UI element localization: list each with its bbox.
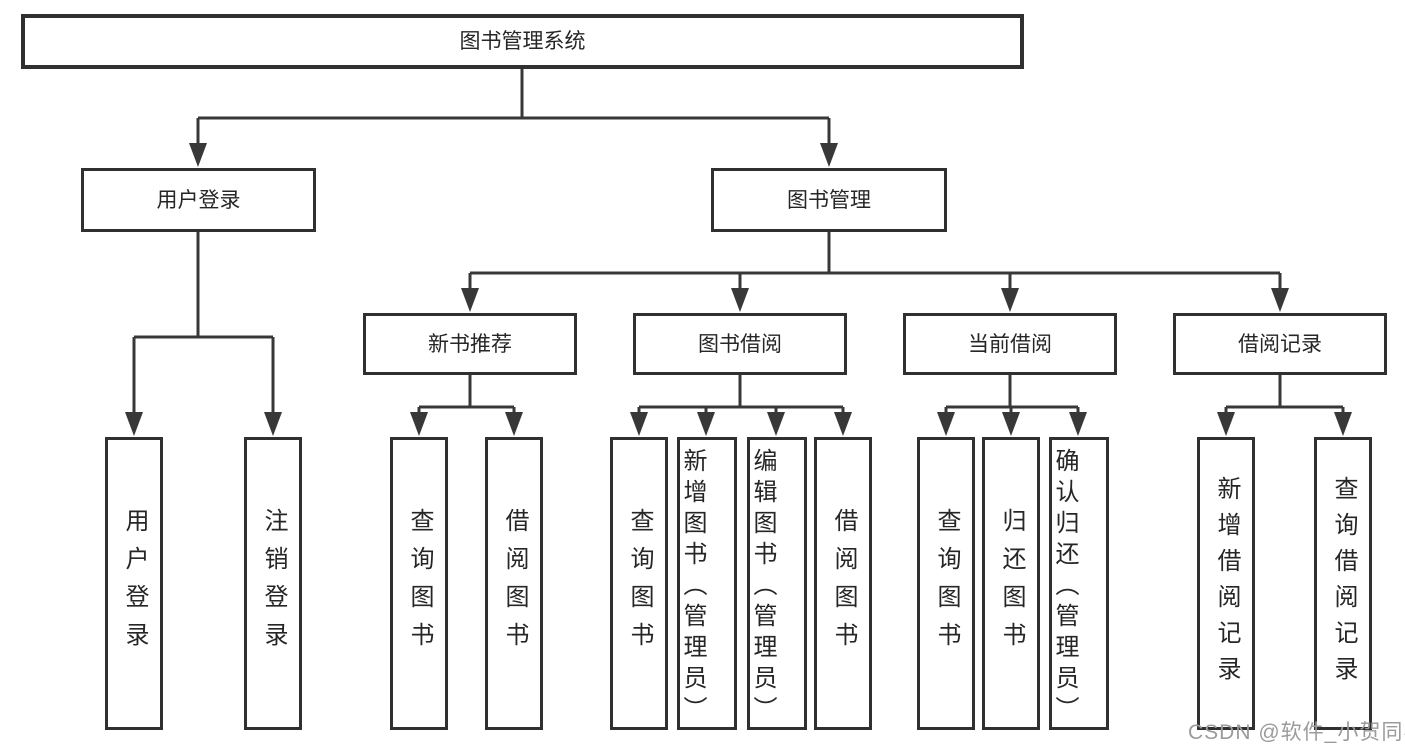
node-book-management: 图书管理	[711, 168, 947, 232]
leaf-logout: 注销登录	[244, 437, 302, 730]
connector-user-login-to-leaves	[132, 232, 275, 413]
node-book-management-label: 图书管理	[787, 188, 871, 212]
node-book-borrowing-label: 图书借阅	[698, 332, 782, 356]
leaf-nb-borrow-books-label: 借阅图书	[501, 507, 528, 660]
leaf-logout-label: 注销登录	[260, 507, 287, 660]
connector-new-book-to-leaves	[417, 375, 516, 413]
leaf-bb-borrow-books: 借阅图书	[814, 437, 872, 730]
leaf-cb-query-books-label: 查询图书	[933, 507, 960, 660]
leaf-cb-confirm-return-admin-label: 确认归还（管理员）	[1051, 448, 1078, 727]
leaf-br-add-record: 新增借阅记录	[1197, 437, 1255, 730]
leaf-bb-edit-books-admin: 编辑图书（管理员）	[747, 437, 807, 730]
node-borrowing-records: 借阅记录	[1173, 313, 1387, 375]
leaf-cb-return-books: 归还图书	[982, 437, 1040, 730]
node-user-login-label: 用户登录	[156, 188, 241, 212]
connector-root-to-level2	[196, 69, 831, 144]
leaf-bb-borrow-books-label: 借阅图书	[830, 507, 857, 660]
leaf-bb-query-books: 查询图书	[610, 437, 668, 730]
node-current-borrowing-label: 当前借阅	[968, 332, 1052, 356]
leaf-bb-add-books-admin-label: 新增图书（管理员）	[679, 448, 706, 727]
leaf-bb-add-books-admin: 新增图书（管理员）	[677, 437, 737, 730]
node-root-label: 图书管理系统	[459, 30, 586, 53]
leaf-user-login: 用户登录	[105, 437, 163, 730]
leaf-br-query-record-label: 查询借阅记录	[1330, 475, 1357, 692]
node-user-login: 用户登录	[81, 168, 316, 232]
node-root: 图书管理系统	[21, 14, 1024, 69]
leaf-br-query-record: 查询借阅记录	[1314, 437, 1372, 730]
connector-borrow-records-to-leaves	[1224, 375, 1345, 413]
leaf-bb-edit-books-admin-label: 编辑图书（管理员）	[749, 448, 776, 727]
leaf-bb-query-books-label: 查询图书	[626, 507, 653, 660]
connector-book-mgmt-to-level3	[468, 232, 1282, 289]
leaf-nb-query-books: 查询图书	[390, 437, 448, 730]
leaf-br-add-record-label: 新增借阅记录	[1213, 475, 1240, 692]
node-current-borrowing: 当前借阅	[903, 313, 1117, 375]
node-book-borrowing: 图书借阅	[633, 313, 847, 375]
leaf-user-login-label: 用户登录	[121, 507, 148, 660]
leaf-cb-return-books-label: 归还图书	[998, 507, 1025, 660]
connector-current-borrow-to-leaves	[944, 375, 1080, 413]
leaf-nb-borrow-books: 借阅图书	[485, 437, 543, 730]
watermark: CSDN @软件_小贺同学	[1188, 721, 1405, 744]
leaf-cb-confirm-return-admin: 确认归还（管理员）	[1049, 437, 1109, 730]
leaf-nb-query-books-label: 查询图书	[406, 507, 433, 660]
leaf-cb-query-books: 查询图书	[917, 437, 975, 730]
node-borrowing-records-label: 借阅记录	[1238, 332, 1322, 356]
node-new-book-recommend: 新书推荐	[363, 313, 577, 375]
connector-book-borrow-to-leaves	[637, 375, 845, 413]
node-new-book-recommend-label: 新书推荐	[428, 332, 512, 356]
